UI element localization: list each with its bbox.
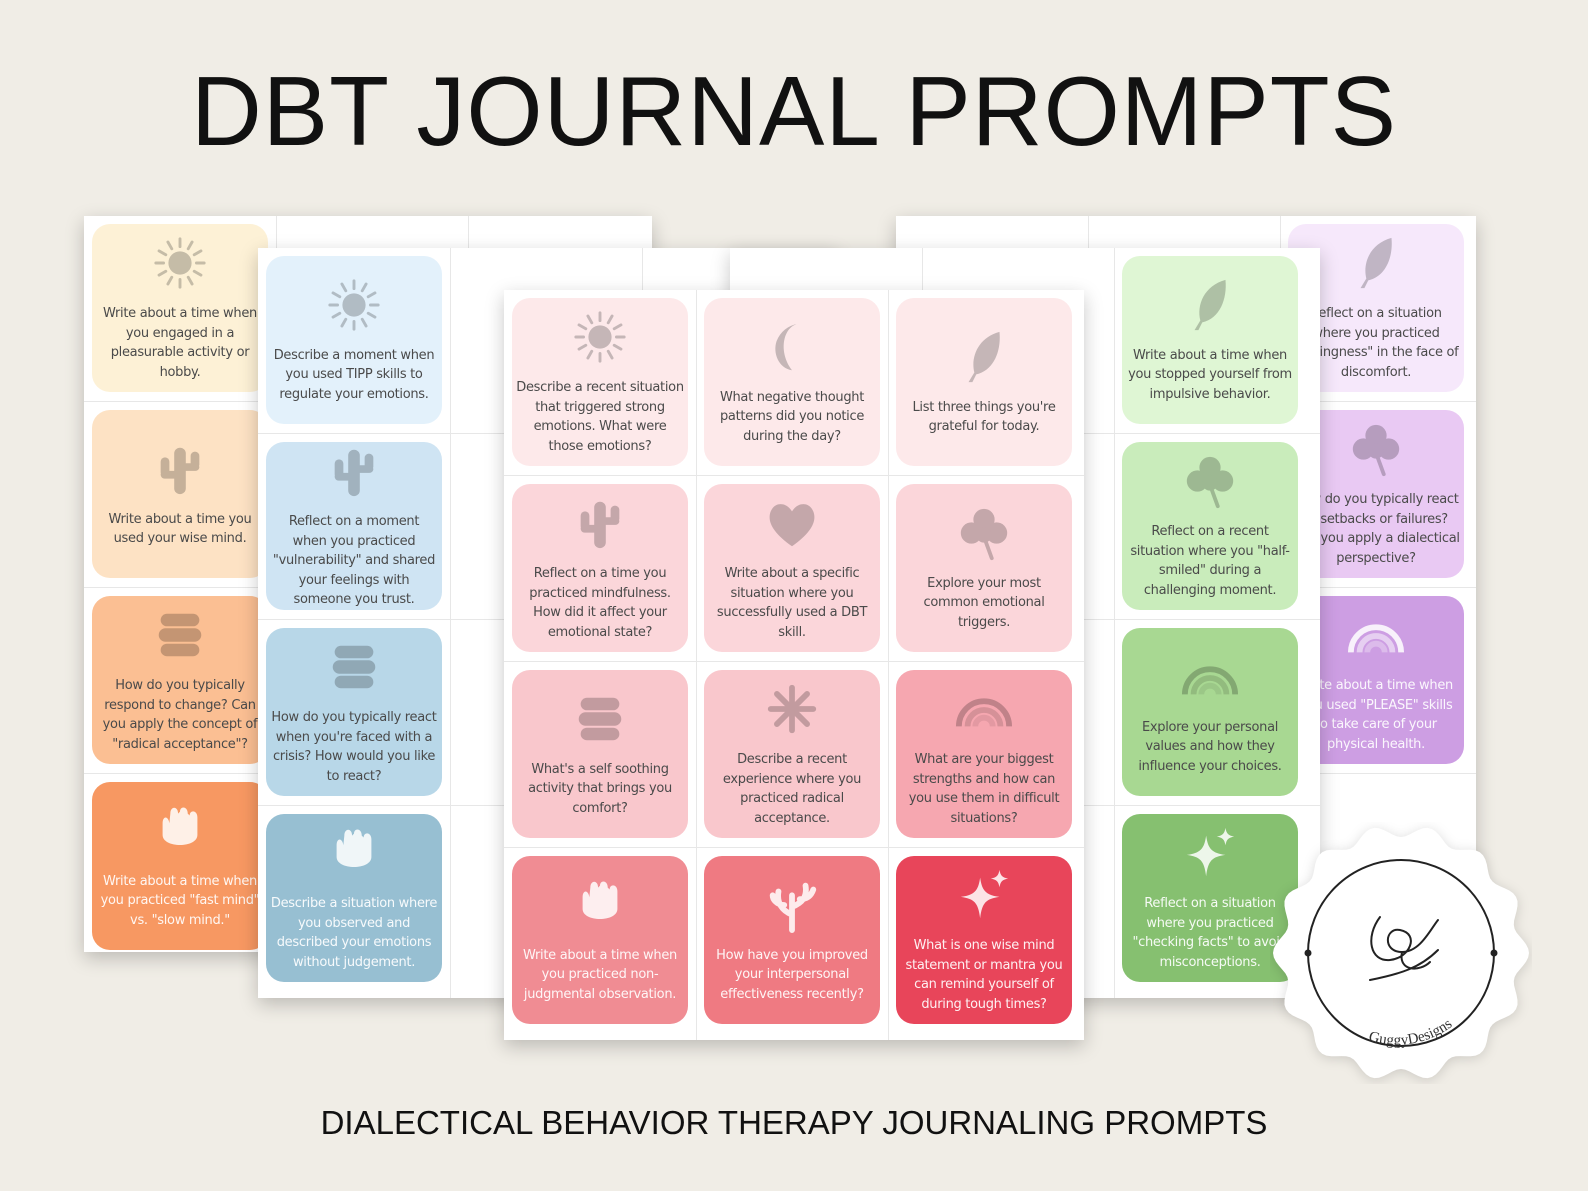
leaf-icon <box>1181 276 1239 346</box>
prompt-text: Describe a moment when you used TIPP ski… <box>273 347 435 402</box>
coral-icon <box>763 876 821 946</box>
prompt-text: Write about a specific situation where y… <box>716 566 868 640</box>
prompt-text: How do you typically respond to change? … <box>102 678 258 752</box>
heart-icon <box>763 494 821 564</box>
prompt-text: Explore your most common emotional trigg… <box>923 575 1045 630</box>
prompt-text: Explore your personal values and how the… <box>1138 719 1282 774</box>
prompt-card: Reflect on a time you practiced mindfuln… <box>512 484 688 652</box>
prompt-card: Describe a situation where you observed … <box>266 814 442 982</box>
prompt-text: How do you typically react when you're f… <box>271 710 437 784</box>
sun-icon <box>325 276 383 346</box>
stones-icon <box>151 606 209 676</box>
prompt-text: Reflect on a moment when you practiced "… <box>272 514 436 608</box>
tulip-icon <box>571 876 629 946</box>
prompt-card: What are your biggest strengths and how … <box>896 670 1072 838</box>
rainbow-icon <box>955 680 1013 750</box>
prompt-card: How have you improved your interpersonal… <box>704 856 880 1024</box>
cactus-icon <box>151 440 209 510</box>
asterisk-icon <box>763 680 821 750</box>
grid-divider <box>504 847 1084 848</box>
prompt-text: Write about a time you used your wise mi… <box>108 511 252 547</box>
cactus-icon <box>325 442 383 512</box>
prompt-sheet-pink: Describe a recent situation that trigger… <box>504 290 1084 1040</box>
prompt-text: Write about a time when you used "PLEASE… <box>1299 678 1453 752</box>
moon-icon <box>763 318 821 388</box>
prompt-card: Explore your most common emotional trigg… <box>896 484 1072 652</box>
prompt-text: Reflect on a time you practiced mindfuln… <box>529 566 671 640</box>
prompt-card: Describe a recent situation that trigger… <box>512 298 688 466</box>
prompt-card: Write about a time when you engaged in a… <box>92 224 268 392</box>
prompt-card: Write about a time you used your wise mi… <box>92 410 268 578</box>
prompt-text: Describe a situation where you observed … <box>270 896 438 970</box>
page-subtitle: DIALECTICAL BEHAVIOR THERAPY JOURNALING … <box>320 1104 1268 1141</box>
prompt-text: Describe a recent situation that trigger… <box>516 380 684 454</box>
prompt-text: Write about a time when you engaged in a… <box>103 306 257 380</box>
grid-divider <box>1114 248 1115 998</box>
prompt-text: Reflect on a recent situation where you … <box>1130 524 1290 598</box>
prompt-card: How do you typically react when you're f… <box>266 628 442 796</box>
clover-icon <box>1347 420 1405 490</box>
prompt-card: Describe a recent experience where you p… <box>704 670 880 838</box>
stones-icon <box>325 638 383 708</box>
sun-icon <box>571 308 629 378</box>
leaf-icon <box>1347 234 1405 304</box>
prompt-card: Write about a time when you practiced no… <box>512 856 688 1024</box>
prompt-text: Describe a recent experience where you p… <box>722 752 862 826</box>
grid-divider <box>504 475 1084 476</box>
prompt-card: Write about a time when you stopped your… <box>1122 256 1298 424</box>
prompt-text: What is one wise mind statement or mantr… <box>905 938 1063 1012</box>
prompt-text: Write about a time when you stopped your… <box>1128 347 1292 402</box>
clover-icon <box>955 504 1013 574</box>
prompt-text: What's a self soothing activity that bri… <box>528 761 672 816</box>
prompt-card: Reflect on a moment when you practiced "… <box>266 442 442 610</box>
guggy-designs-logo: GuggyDesigns <box>1270 822 1532 1084</box>
prompt-card: What's a self soothing activity that bri… <box>512 670 688 838</box>
prompt-card: Reflect on a recent situation where you … <box>1122 442 1298 610</box>
page-title: DBT JOURNAL PROMPTS <box>190 56 1398 166</box>
rainbow-icon <box>1347 606 1405 676</box>
prompt-card: What is one wise mind statement or mantr… <box>896 856 1072 1024</box>
grid-divider <box>696 290 697 1040</box>
prompt-text: List three things you're grateful for to… <box>912 399 1056 435</box>
cactus-icon <box>571 494 629 564</box>
stones-icon <box>571 690 629 760</box>
prompt-text: Reflect on a situation where you practic… <box>1132 896 1288 970</box>
grid-divider <box>504 661 1084 662</box>
prompt-card: Write about a time when you practiced "f… <box>92 782 268 950</box>
prompt-text: How have you improved your interpersonal… <box>716 947 868 1002</box>
prompt-text: Write about a time when you practiced "f… <box>100 873 260 928</box>
prompt-card: Describe a moment when you used TIPP ski… <box>266 256 442 424</box>
tulip-icon <box>325 824 383 894</box>
clover-icon <box>1181 452 1239 522</box>
prompt-text: Reflect on a situation where you practic… <box>1293 306 1459 380</box>
grid-divider <box>450 248 451 998</box>
prompt-card: What negative thought patterns did you n… <box>704 298 880 466</box>
prompt-text: What negative thought patterns did you n… <box>719 389 865 444</box>
rainbow-icon <box>1181 648 1239 718</box>
grid-divider <box>888 290 889 1040</box>
prompt-card: Explore your personal values and how the… <box>1122 628 1298 796</box>
sparkle-icon <box>955 866 1013 936</box>
tulip-icon <box>151 802 209 872</box>
prompt-card: Write about a specific situation where y… <box>704 484 880 652</box>
leaf-icon <box>955 328 1013 398</box>
prompt-card: Reflect on a situation where you practic… <box>1122 814 1298 982</box>
prompt-text: How do you typically react to setbacks o… <box>1292 492 1460 566</box>
prompt-text: Write about a time when you practiced no… <box>523 947 677 1002</box>
prompt-card: How do you typically respond to change? … <box>92 596 268 764</box>
sparkle-icon <box>1181 824 1239 894</box>
sun-icon <box>151 234 209 304</box>
prompt-text: What are your biggest strengths and how … <box>908 752 1060 826</box>
prompt-card: List three things you're grateful for to… <box>896 298 1072 466</box>
